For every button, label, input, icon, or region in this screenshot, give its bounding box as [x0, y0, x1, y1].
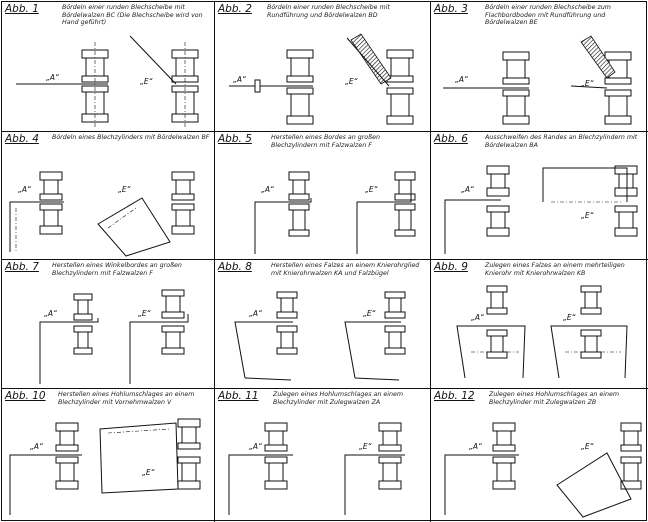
flanging-disc-guided-diagram: „A“ „E“: [229, 33, 414, 125]
position-a-label: „A“: [471, 313, 484, 322]
panel-caption: Bördeln einer runden Blechscheibe zum Fl…: [485, 4, 611, 27]
position-a-label: „A“: [261, 185, 274, 194]
position-e-label: „E“: [581, 442, 594, 451]
panel-label: Abb. 11: [218, 390, 259, 402]
panel-label: Abb. 9: [434, 261, 468, 273]
position-a-label: „A“: [18, 185, 31, 194]
position-a-label: „A“: [249, 442, 262, 451]
panel-label: Abb. 7: [5, 261, 39, 273]
panel-label: Abb. 12: [434, 390, 475, 402]
panel-abb-10: Abb. 10 Herstellen eines Hohlumschlages …: [2, 389, 215, 522]
panel-caption: Herstellen eines Bordes an großen Blechz…: [271, 134, 380, 149]
position-a-label: „A“: [44, 309, 57, 318]
position-e-label: „E“: [581, 211, 594, 220]
panel-label: Abb. 10: [5, 390, 46, 402]
panel-label: Abb. 4: [5, 133, 39, 145]
panel-abb-6: Abb. 6 Ausschweifen des Randes an Blechz…: [431, 132, 648, 260]
position-e-label: „E“: [142, 468, 155, 477]
panel-label: Abb. 3: [434, 3, 468, 15]
position-e-label: „E“: [138, 309, 151, 318]
position-a-label: „A“: [249, 309, 262, 318]
flanging-cylinder-diagram: „A“ „E“: [9, 171, 195, 257]
panel-abb-4: Abb. 4 Bördeln eines Blechzylinders mit …: [2, 132, 215, 260]
position-a-label: „A“: [30, 442, 43, 451]
panel-label: Abb. 1: [5, 3, 39, 15]
position-e-label: „E“: [140, 77, 153, 86]
border-large-cylinder-diagram: „A“ „E“: [254, 171, 416, 254]
panel-caption: Zulegen eines Falzes an einem mehrteilig…: [485, 262, 625, 277]
angle-border-diagram: „A“ „E“: [39, 289, 189, 384]
position-e-label: „E“: [563, 313, 576, 322]
multi-part-elbow-diagram: „A“ „E“: [456, 285, 628, 379]
position-e-label: „E“: [363, 309, 376, 318]
position-a-label: „A“: [461, 185, 474, 194]
position-e-label: „E“: [359, 442, 372, 451]
panel-abb-11: Abb. 11 Zulegen eines Hohlumschlages an …: [215, 389, 431, 522]
panel-caption: Ausschweifen des Randes an Blechzylinder…: [485, 134, 638, 149]
position-e-label: „E“: [581, 79, 594, 88]
hollow-hem-closing-za-diagram: „A“ „E“: [228, 422, 405, 515]
position-e-label: „E“: [345, 77, 358, 86]
panel-caption: Zulegen eines Hohlumschlages an einem Bl…: [489, 391, 619, 406]
panel-abb-8: Abb. 8 Herstellen eines Falzes an einem …: [215, 260, 431, 389]
panel-caption: Bördeln eines Blechzylinders mit Bördelw…: [52, 134, 210, 141]
panel-abb-7: Abb. 7 Herstellen eines Winkelbordes an …: [2, 260, 215, 389]
flanging-disc-diagram: „A“ „E“: [16, 35, 199, 127]
position-a-label: „A“: [46, 73, 59, 82]
elbow-seam-diagram: „A“ „E“: [234, 291, 406, 381]
panel-label: Abb. 2: [218, 3, 252, 15]
panel-abb-3: Abb. 3 Bördeln einer runden Blechscheibe…: [431, 2, 648, 132]
panel-abb-5: Abb. 5 Herstellen eines Bordes an großen…: [215, 132, 431, 260]
panel-abb-12: Abb. 12 Zulegen eines Hohlumschlages an …: [431, 389, 648, 522]
position-a-label: „A“: [455, 75, 468, 84]
position-a-label: „A“: [469, 442, 482, 451]
hollow-hem-diagram: „A“ „E“: [9, 418, 201, 515]
panel-abb-2: Abb. 2 Bördeln einer runden Blechscheibe…: [215, 2, 431, 132]
position-a-label: „A“: [233, 75, 246, 84]
panel-label: Abb. 8: [218, 261, 252, 273]
hollow-hem-closing-zb-diagram: „A“ „E“: [444, 422, 642, 518]
panel-caption: Bördeln einer runden Blechscheibe mit Bö…: [62, 4, 203, 27]
panel-abb-9: Abb. 9 Zulegen eines Falzes an einem meh…: [431, 260, 648, 389]
position-e-label: „E“: [118, 185, 131, 194]
panel-caption: Herstellen eines Falzes an einem Knieroh…: [271, 262, 420, 277]
panel-label: Abb. 6: [434, 133, 468, 145]
panel-caption: Herstellen eines Winkelbordes an großen …: [52, 262, 182, 277]
panel-caption: Bördeln einer runden Blechscheibe mit Ru…: [267, 4, 390, 19]
panel-caption: Herstellen eines Hohlumschlages an einem…: [58, 391, 195, 406]
position-e-label: „E“: [365, 185, 378, 194]
panel-abb-1: Abb. 1 Bördeln einer runden Blechscheibe…: [2, 2, 215, 132]
panel-label: Abb. 5: [218, 133, 252, 145]
flare-edge-diagram: „A“ „E“: [444, 165, 638, 254]
panel-caption: Zulegen eines Hohlumschlages an einem Bl…: [273, 391, 403, 406]
flat-dished-end-diagram: „A“ „E“: [443, 35, 632, 125]
